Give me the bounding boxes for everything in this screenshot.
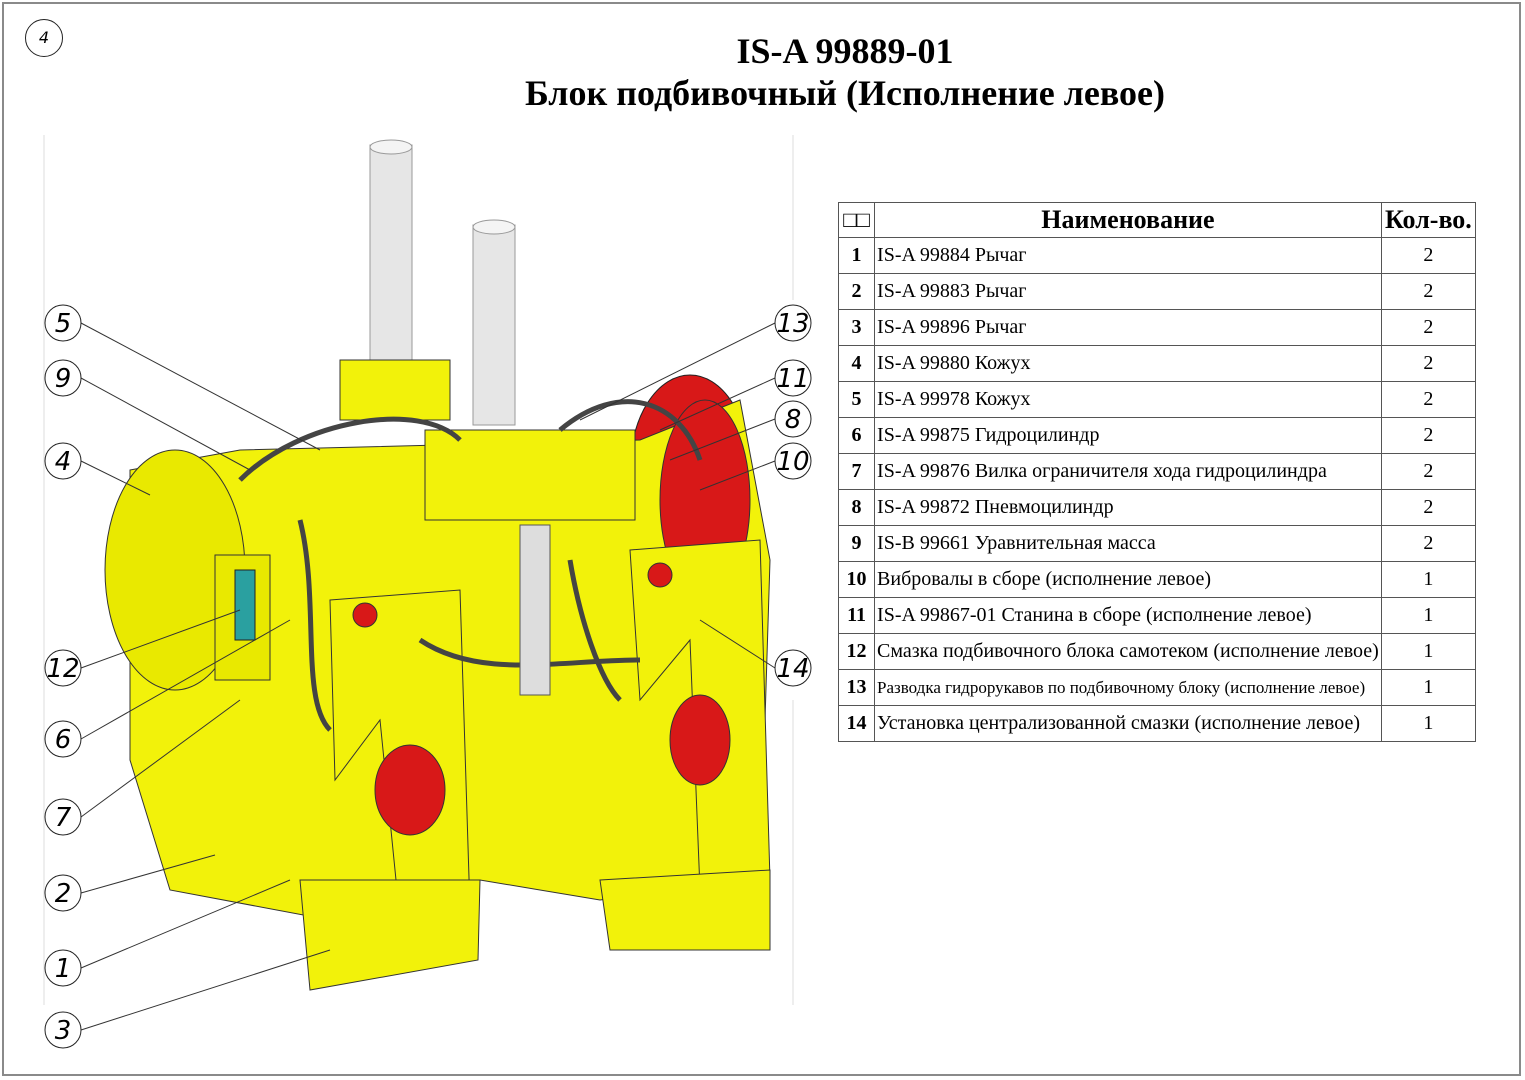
callout-balloon: 12 — [44, 649, 82, 687]
callout-balloon: 3 — [44, 1011, 82, 1049]
part-number: 1 — [837, 237, 876, 274]
callout-number: 5 — [55, 309, 72, 339]
part-number: 5 — [837, 381, 876, 418]
header-position: □□ — [837, 202, 876, 238]
callout-balloon: 13 — [774, 304, 812, 342]
part-quantity: 2 — [1380, 453, 1477, 490]
callout-number: 10 — [776, 447, 809, 477]
part-quantity: 2 — [1380, 309, 1477, 346]
callout-balloon: 6 — [44, 720, 82, 758]
part-number: 9 — [837, 525, 876, 562]
part-name: IS-B 99661 Уравнительная масса — [874, 525, 1382, 562]
part-name: Смазка подбивочного блока самотеком (исп… — [874, 633, 1382, 670]
header-qty: Кол-во. — [1380, 202, 1477, 238]
callout-balloon: 4 — [44, 442, 82, 480]
callout-number: 4 — [55, 447, 72, 477]
callout-balloon: 14 — [774, 649, 812, 687]
callout-number: 13 — [776, 309, 809, 339]
callout-balloon: 10 — [774, 442, 812, 480]
part-number: 7 — [837, 453, 876, 490]
callout-balloon: 2 — [44, 874, 82, 912]
part-number: 11 — [837, 597, 876, 634]
callout-balloon: 8 — [774, 400, 812, 438]
callout-number: 9 — [55, 364, 72, 394]
part-quantity: 1 — [1380, 561, 1477, 598]
drawing-title: Блок подбивочный (Исполнение левое) — [524, 73, 1166, 113]
part-name: IS-A 99872 Пневмоцилиндр — [874, 489, 1382, 526]
part-name: Разводка гидрорукавов по подбивочному бл… — [874, 669, 1382, 706]
part-name: IS-A 99884 Рычаг — [874, 237, 1382, 274]
callout-balloon: 11 — [774, 359, 812, 397]
callout-number: 7 — [55, 803, 72, 833]
part-name: IS-A 99876 Вилка ограничителя хода гидро… — [874, 453, 1382, 490]
part-number: 8 — [837, 489, 876, 526]
part-quantity: 1 — [1380, 669, 1477, 706]
part-name: IS-A 99978 Кожух — [874, 381, 1382, 418]
sheet-number: 4 — [25, 19, 63, 57]
part-number: 6 — [837, 417, 876, 454]
header-name: Наименование — [874, 202, 1382, 238]
part-number: 4 — [837, 345, 876, 382]
part-quantity: 2 — [1380, 273, 1477, 310]
part-name: IS-A 99875 Гидроцилиндр — [874, 417, 1382, 454]
part-quantity: 1 — [1380, 705, 1477, 742]
callout-balloon: 9 — [44, 359, 82, 397]
part-quantity: 2 — [1380, 237, 1477, 274]
part-quantity: 2 — [1380, 417, 1477, 454]
drawing-code: IS-A 99889-01 — [736, 31, 954, 71]
callout-balloon: 7 — [44, 798, 82, 836]
callout-number: 6 — [55, 725, 72, 755]
callout-number: 3 — [55, 1016, 72, 1046]
table-header-row: □□ Наименование Кол-во. — [837, 202, 1477, 238]
part-quantity: 1 — [1380, 597, 1477, 634]
part-number: 3 — [837, 309, 876, 346]
part-name: IS-A 99880 Кожух — [874, 345, 1382, 382]
part-name: IS-A 99883 Рычаг — [874, 273, 1382, 310]
callout-number: 2 — [55, 879, 72, 909]
part-number: 10 — [837, 561, 876, 598]
part-quantity: 2 — [1380, 489, 1477, 526]
part-quantity: 2 — [1380, 345, 1477, 382]
part-number: 14 — [837, 705, 876, 742]
part-number: 12 — [837, 633, 876, 670]
callout-number: 11 — [776, 364, 809, 394]
part-name: IS-A 99867-01 Станина в сборе (исполнени… — [874, 597, 1382, 634]
part-name: Установка централизованной смазки (испол… — [874, 705, 1382, 742]
callout-number: 12 — [46, 654, 79, 684]
part-number: 2 — [837, 273, 876, 310]
callout-number: 14 — [776, 654, 809, 684]
callout-balloon: 1 — [44, 949, 82, 987]
part-name: IS-A 99896 Рычаг — [874, 309, 1382, 346]
part-quantity: 1 — [1380, 633, 1477, 670]
part-name: Вибровалы в сборе (исполнение левое) — [874, 561, 1382, 598]
part-number: 13 — [837, 669, 876, 706]
part-quantity: 2 — [1380, 525, 1477, 562]
callout-number: 1 — [55, 954, 72, 984]
part-quantity: 2 — [1380, 381, 1477, 418]
callout-number: 8 — [785, 405, 802, 435]
callout-balloon: 5 — [44, 304, 82, 342]
